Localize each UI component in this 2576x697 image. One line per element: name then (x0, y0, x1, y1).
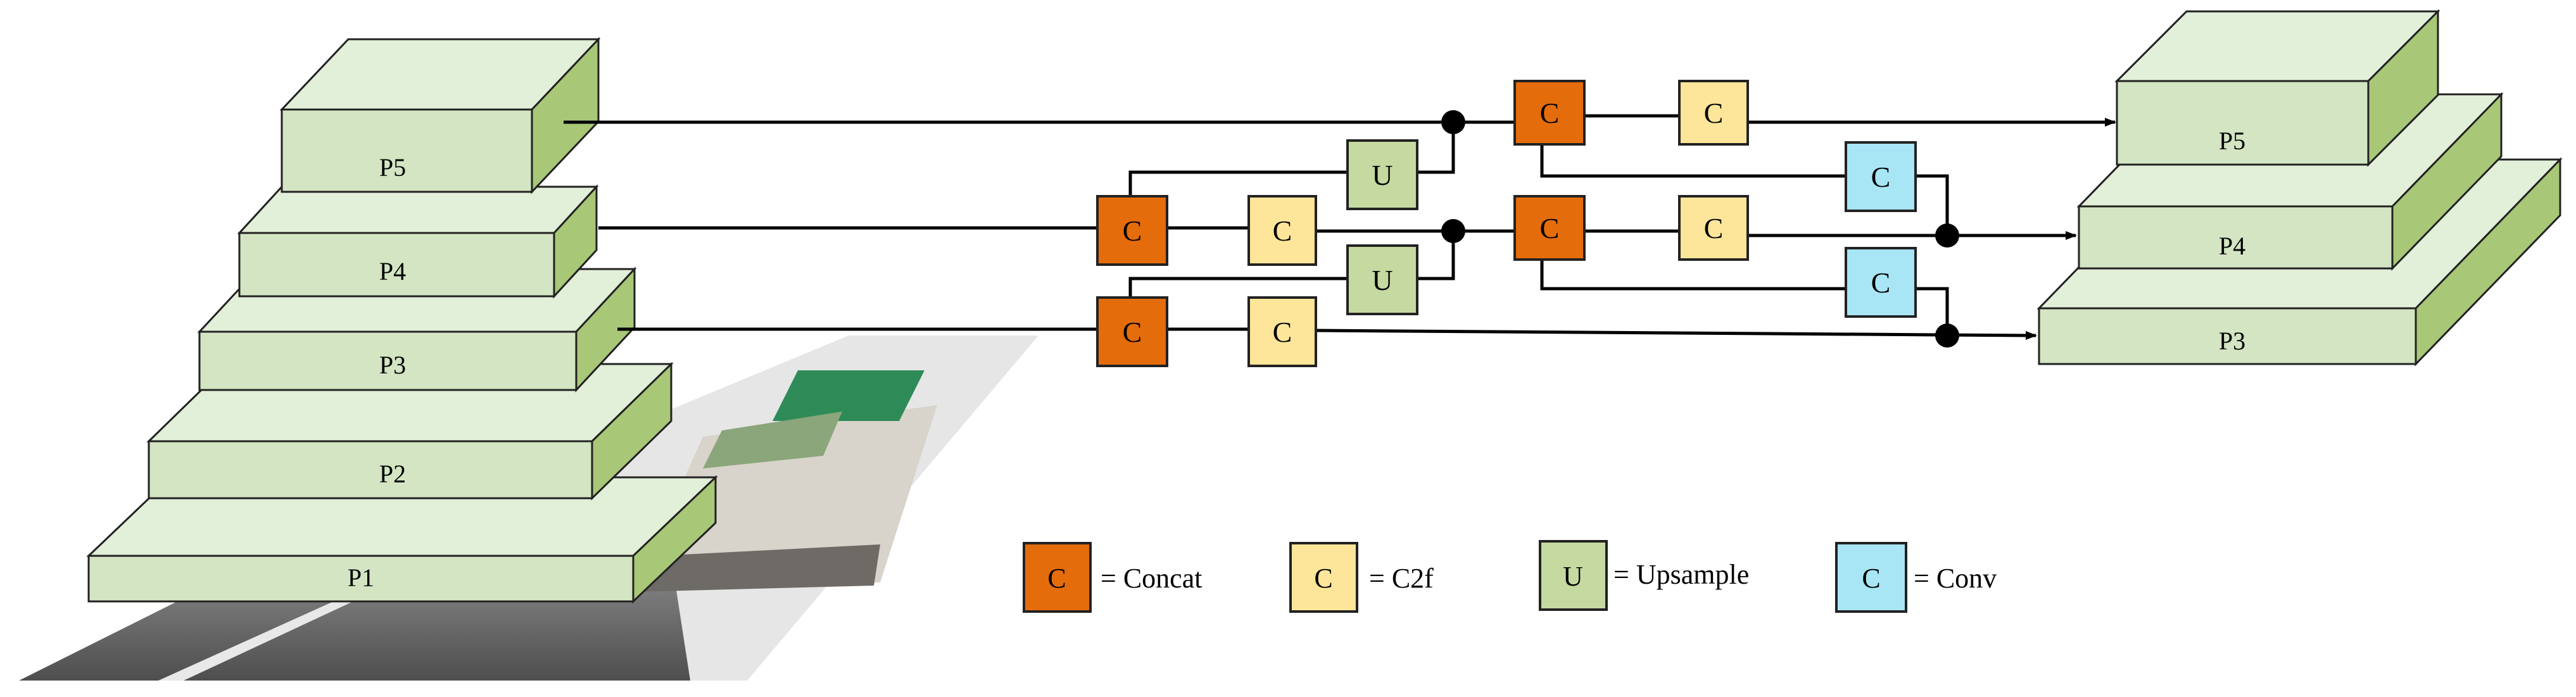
legend-letter: C (1314, 563, 1332, 594)
slab-front (2078, 205, 2394, 270)
line-concat-top-to-conv1 (1540, 144, 1846, 178)
slab-side (2367, 9, 2439, 167)
slab-side (575, 267, 636, 392)
slab-front (87, 555, 635, 603)
concat-block: C (1096, 296, 1168, 367)
backbone-slab-p4: P4 (237, 184, 599, 299)
legend-label: = Conv (1914, 563, 1997, 594)
junction-dot-icon (1441, 110, 1465, 134)
line-concat-p4-to-conv2 (1540, 260, 1846, 291)
slab-label-p5: P5 (379, 153, 406, 182)
line-upsample1-to-concat (1128, 170, 1348, 203)
junction-dot-icon (1935, 223, 1959, 248)
svg-text:C: C (1540, 97, 1560, 129)
legend-swatch-c2f (1289, 542, 1358, 613)
junction-dot-icon (1935, 323, 1959, 348)
legend-swatch-concat (1023, 542, 1092, 613)
slab-side (553, 184, 598, 299)
photo-sign (773, 370, 925, 421)
legend-item-conv: C = Conv (1835, 542, 1997, 613)
c2f-block: C (1678, 195, 1749, 261)
c2f-block: C (1678, 80, 1749, 146)
upsample-block: U (1346, 244, 1418, 315)
slab-front (148, 440, 593, 499)
legend-item-upsample: U = Upsample (1539, 540, 1749, 611)
conv-block: C (1845, 141, 1917, 212)
legend-label: = Concat (1101, 563, 1202, 594)
slab-label-p3: P3 (2219, 327, 2245, 355)
slab-label-p1: P1 (348, 563, 374, 592)
c2f-block: C (1247, 296, 1317, 367)
output-slab-p5: P5 (2114, 9, 2440, 167)
slab-label-p4: P4 (379, 257, 406, 286)
legend: C = Concat C = C2f U = Upsample C = Conv (1023, 540, 1997, 613)
photo-truck (633, 405, 937, 592)
legend-item-concat: C = Concat (1023, 542, 1202, 613)
backbone-pyramid: P1 P2 P3 P4 P5 (86, 37, 718, 604)
svg-text:C: C (1704, 212, 1724, 244)
junctions (1441, 110, 1959, 348)
slab-front (198, 330, 578, 391)
legend-letter: C (1047, 563, 1066, 594)
legend-label: = Upsample (1613, 559, 1749, 590)
concat-block: C (1513, 195, 1586, 261)
c2f-block: C (1247, 195, 1317, 266)
junction-dot-icon (1441, 219, 1465, 243)
output-pyramid: P3 P4 P5 (2036, 9, 2563, 367)
slab-label-p3: P3 (379, 351, 406, 379)
slab-label-p5: P5 (2219, 127, 2245, 155)
slab-label-p4: P4 (2219, 232, 2245, 260)
slab-front (281, 108, 533, 193)
slab-side (591, 361, 672, 501)
concat-block: C (1096, 195, 1168, 266)
connection-lines (564, 114, 2116, 340)
neck-blocks: C C C C C C C C (1096, 80, 1917, 367)
backbone-slab-p5: P5 (279, 37, 601, 194)
svg-text:C: C (1273, 316, 1292, 348)
svg-text:C: C (1123, 316, 1142, 348)
slab-label-p2: P2 (379, 460, 406, 488)
line-junction-to-upsample2 (1417, 231, 1455, 280)
slab-front (2038, 307, 2417, 365)
slab-side (632, 475, 717, 604)
slab-side (2415, 157, 2561, 367)
slab-top (237, 185, 599, 234)
svg-text:C: C (1540, 212, 1560, 244)
upsample-block: U (1346, 139, 1418, 210)
line-junction-to-upsample1 (1417, 122, 1455, 174)
legend-label: = C2f (1369, 563, 1434, 594)
legend-swatch-upsample (1539, 540, 1608, 611)
legend-letter: C (1862, 563, 1880, 594)
legend-letter: U (1563, 561, 1583, 592)
svg-text:U: U (1372, 264, 1392, 296)
line-conv1-to-p4-junction (1916, 174, 1949, 235)
slab-side (2391, 92, 2503, 271)
svg-text:C: C (1123, 215, 1142, 247)
line-c2f-low-to-output (1315, 329, 2037, 340)
photo-trees (703, 411, 842, 468)
photo-truck-shadow (633, 544, 880, 592)
svg-text:U: U (1372, 159, 1392, 191)
svg-text:C: C (1273, 215, 1292, 247)
photo-road-line (158, 592, 374, 681)
slab-front (2116, 80, 2370, 166)
svg-text:C: C (1871, 267, 1891, 299)
legend-swatch-conv (1835, 542, 1907, 613)
legend-item-c2f: C = C2f (1289, 542, 1434, 613)
concat-block: C (1513, 80, 1586, 146)
line-conv2-to-p3-junction (1916, 287, 1949, 336)
svg-text:C: C (1871, 161, 1891, 193)
svg-text:C: C (1704, 97, 1724, 129)
conv-block: C (1845, 247, 1917, 318)
